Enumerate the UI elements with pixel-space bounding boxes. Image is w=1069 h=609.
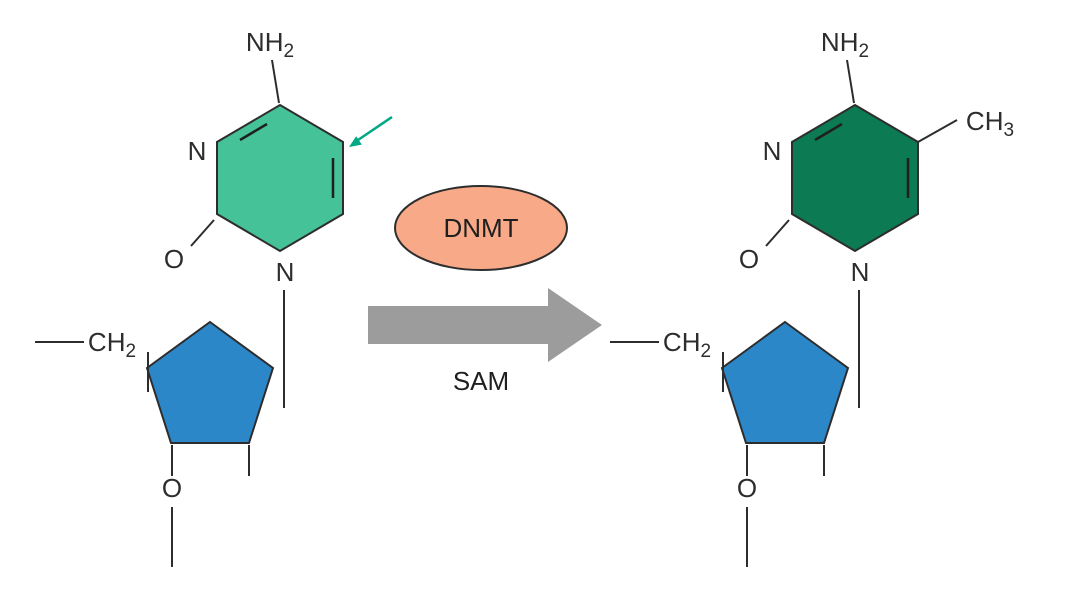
right-amine-label: NH2	[821, 27, 869, 62]
reaction-arrow-icon	[368, 288, 602, 362]
left-ring-n-left-label: N	[188, 136, 207, 166]
right-ring-o-label: O	[739, 244, 759, 274]
sam-cofactor-label: SAM	[453, 366, 509, 396]
reaction-center: DNMT SAM	[368, 185, 602, 396]
right-nucleotide: NH2 CH3 N O N CH2 O	[610, 27, 1014, 567]
dnmt-enzyme-label: DNMT	[443, 213, 518, 243]
dnmt-enzyme-ellipse	[394, 185, 568, 271]
right-amine-bond	[846, 59, 855, 104]
methylation-site-arrowhead-icon	[349, 136, 362, 147]
right-carbonyl-bond	[765, 219, 790, 247]
right-ch2-label: CH2	[663, 327, 711, 362]
left-deoxyribose-ring	[145, 320, 275, 444]
right-deoxyribose-ring	[720, 320, 850, 444]
right-ring-n-bottom-label: N	[851, 257, 870, 287]
left-nucleotide: NH2 N O N CH2 O	[35, 27, 393, 567]
left-double-bond-tick-top	[239, 122, 268, 142]
left-ch2-label: CH2	[88, 327, 136, 362]
right-methyl-bond	[917, 119, 958, 143]
right-methyl-label: CH3	[966, 106, 1014, 141]
left-ring-o-label: O	[164, 244, 184, 274]
left-ring-n-bottom-label: N	[276, 257, 295, 287]
left-carbonyl-bond	[190, 219, 215, 247]
methylation-site-arrow-icon	[357, 115, 393, 142]
right-sugar-o-label: O	[737, 473, 757, 503]
left-sugar-o-label: O	[162, 473, 182, 503]
right-ring-n-left-label: N	[763, 136, 782, 166]
right-double-bond-tick-top	[814, 122, 843, 142]
right-cytosine-ring	[791, 103, 919, 253]
left-cytosine-ring	[216, 103, 344, 253]
left-amine-bond	[271, 59, 280, 104]
left-amine-label: NH2	[246, 27, 294, 62]
